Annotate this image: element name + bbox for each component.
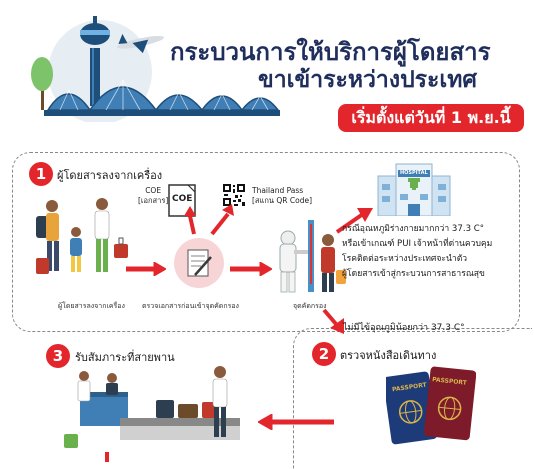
start-date-badge: เริ่มตั้งแต่วันที่ 1 พ.ย.นี้ <box>338 104 524 132</box>
caption-documents: ตรวจเอกสารก่อนเข้าจุดคัดกรอง <box>142 302 239 310</box>
passports-illustration: PASSPORT PASSPORT <box>383 364 477 462</box>
step2-label: ตรวจหนังสือเดินทาง <box>340 349 437 362</box>
coe-label: COE [เอกสาร] <box>138 186 169 205</box>
condition-line-4: ผู้โดยสารเข้าสู่กระบวนการสาธารณสุข <box>342 269 485 279</box>
step1-box <box>12 152 520 332</box>
arrow-to-passport-check <box>322 308 344 334</box>
thailand-pass-label: Thailand Pass [สแกน QR Code] <box>252 186 313 205</box>
condition-line-2: หรือเข้าเกณฑ์ PUI เจ้าหน้าที่ด่านควบคุม <box>342 239 493 249</box>
step2-box <box>293 328 532 469</box>
baggage-claim-illustration <box>60 362 250 462</box>
coe-document-text: COE <box>172 194 193 204</box>
caption-screening: จุดคัดกรอง <box>293 302 327 310</box>
step1-label: ผู้โดยสารลงจากเครื่อง <box>57 169 163 182</box>
hospital-sign: HOSPITAL <box>400 170 428 176</box>
airport-illustration <box>20 12 290 124</box>
hospital-icon: HOSPITAL <box>372 158 456 217</box>
screening-illustration <box>270 214 350 296</box>
passengers-illustration <box>32 196 136 284</box>
condition-line-1: กรณีอุณหภูมิร่างกายมากกว่า 37.3 C° <box>342 224 485 234</box>
arrows-documents <box>184 204 234 236</box>
page-subtitle: ขาเข้าระหว่างประเทศ <box>258 67 477 93</box>
arrow-to-hospital <box>335 208 373 234</box>
step3-number: 3 <box>46 344 70 368</box>
condition-text: กรณีอุณหภูมิร่างกายมากกว่า 37.3 C° หรือเ… <box>342 222 492 282</box>
step2-number: 2 <box>312 342 336 366</box>
arrow-to-baggage <box>258 414 334 430</box>
normal-temperature-text: ไม่มีไข้อุณภูมิน้อยกว่า 37.3 C° <box>343 323 465 333</box>
page-title: กระบวนการให้บริการผู้โดยสาร <box>170 38 491 66</box>
arrow-to-documents <box>126 262 166 276</box>
step3-label: รับสัมภาระที่สายพาน <box>75 351 175 364</box>
caption-passengers: ผู้โดยสารลงจากเครื่อง <box>58 302 125 310</box>
arrow-continue-down <box>105 452 109 462</box>
document-check-icon <box>173 237 225 289</box>
arrow-to-screening <box>230 262 272 276</box>
condition-line-3: โรคติดต่อระหว่างประเทศจะนำตัว <box>342 254 468 264</box>
qr-code-icon <box>222 183 246 207</box>
step1-number: 1 <box>29 162 53 186</box>
